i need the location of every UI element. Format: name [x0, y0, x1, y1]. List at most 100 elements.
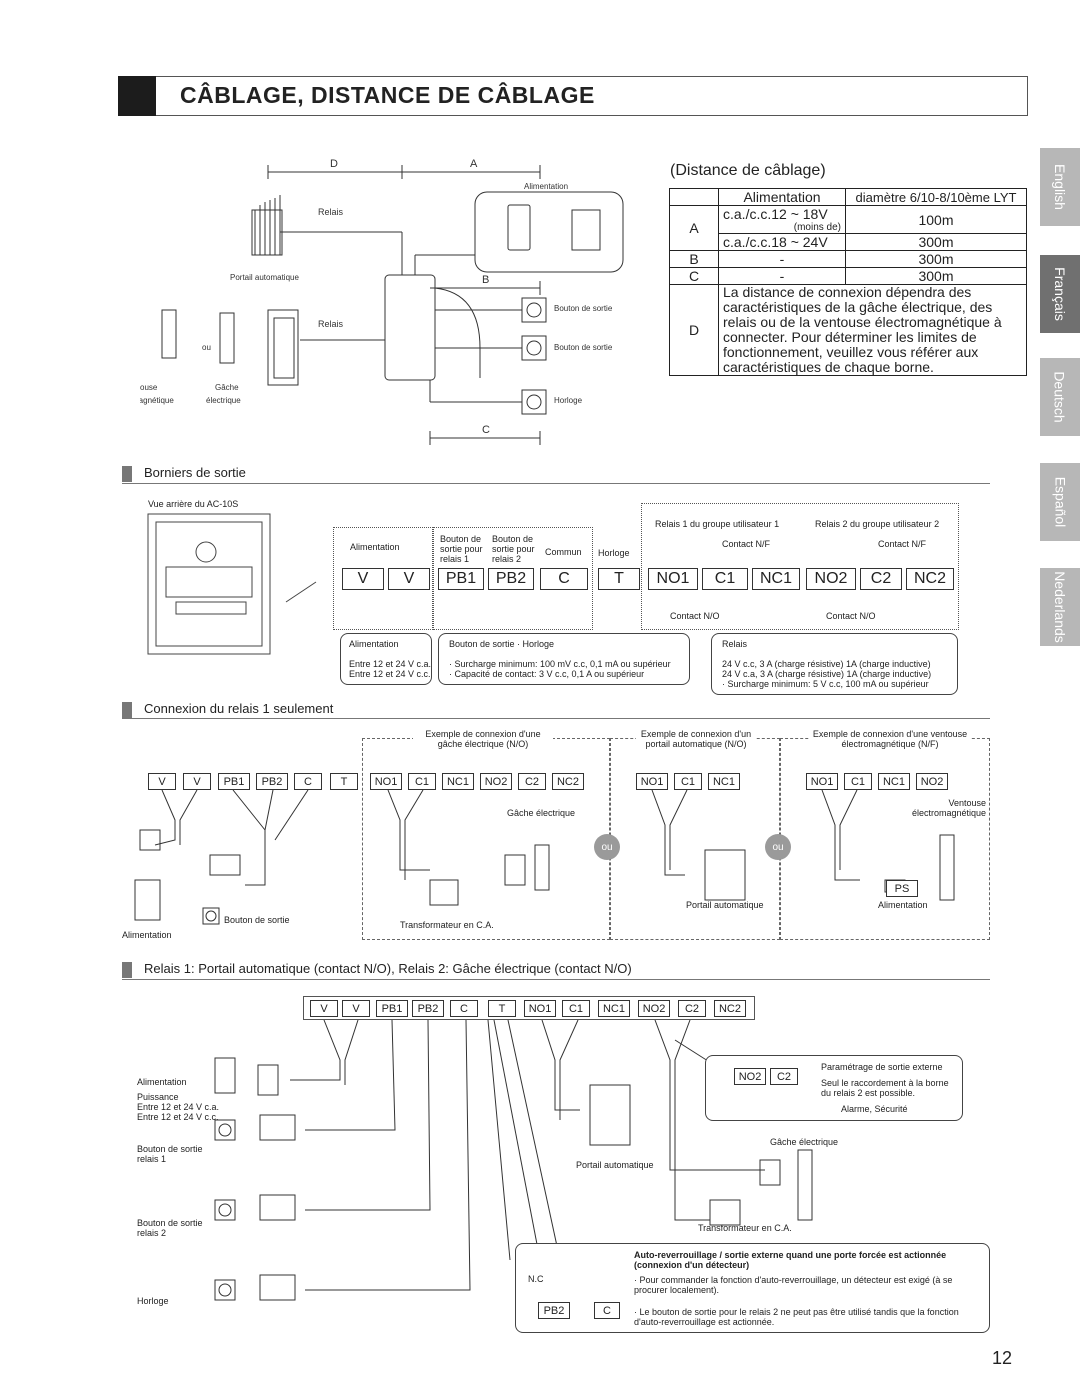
param-term-no2: NO2	[734, 1068, 766, 1085]
label-relais1: Relais 1 du groupe utilisateur 1	[655, 519, 780, 529]
terminal-c2: C2	[860, 568, 902, 590]
ex2-portail-label: Portail automatique	[686, 900, 764, 910]
terminal-no2: NO2	[806, 568, 856, 590]
spec-bouton-box: Bouton de sortie · Horloge · Surcharge m…	[438, 633, 690, 685]
svg-text:D: D	[330, 158, 338, 170]
ex1-term-nc1: NC1	[442, 773, 474, 790]
spec-alim-box: Alimentation Entre 12 et 24 V c.a. Entre…	[340, 633, 432, 685]
svg-text:Gâche: Gâche	[215, 383, 239, 392]
r1-term-v1: V	[148, 773, 176, 790]
svg-text:ou: ou	[202, 343, 211, 352]
divider	[122, 483, 990, 484]
r1-term-pb2: PB2	[256, 773, 288, 790]
r12-term-c2: C2	[678, 1000, 706, 1017]
ex3-term-no1: NO1	[806, 773, 838, 790]
section-borniers: Borniers de sortie	[122, 465, 246, 482]
r1-term-c: C	[294, 773, 322, 790]
r12-puissance-label: Puissance	[137, 1092, 179, 1102]
svg-text:B: B	[482, 274, 489, 286]
wiring-overview-diagram: D A B C Alimentation Relais Relais Porta…	[140, 158, 624, 445]
svg-text:Ventouse: Ventouse	[140, 383, 158, 392]
r12-term-nc1: NC1	[598, 1000, 630, 1017]
terminal-v1: V	[342, 568, 384, 590]
ex3-alim-label: Alimentation	[878, 900, 928, 910]
label-bouton-r2: Bouton de sortie pour relais 2	[492, 534, 535, 564]
distance-title: (Distance de câblage)	[670, 162, 826, 179]
ex2-term-c1: C1	[674, 773, 702, 790]
ex1-term-no1: NO1	[370, 773, 402, 790]
ex2-title: Exemple de connexion d'un portail automa…	[636, 729, 756, 749]
label-contact-no-1: Contact N/O	[670, 611, 720, 621]
section-relais12: Relais 1: Portail automatique (contact N…	[122, 961, 632, 978]
ex3-term-nc1: NC1	[878, 773, 910, 790]
divider	[122, 718, 990, 719]
relais-group	[641, 503, 959, 630]
page-number: 12	[992, 1348, 1013, 1368]
r1-term-pb1: PB1	[218, 773, 250, 790]
ex1-title: Exemple de connexion d'une gâche électri…	[413, 729, 553, 749]
auto-term-pb2: PB2	[538, 1302, 570, 1319]
svg-text:électrique: électrique	[206, 396, 241, 405]
tab-espanol[interactable]: Español	[1040, 463, 1080, 541]
label-horloge: Horloge	[598, 548, 630, 558]
label-contact-no-2: Contact N/O	[826, 611, 876, 621]
svg-text:Alimentation: Alimentation	[524, 182, 568, 191]
r12-term-pb2: PB2	[412, 1000, 444, 1017]
ex1-term-c1: C1	[408, 773, 436, 790]
r12-term-nc2: NC2	[714, 1000, 746, 1017]
r12-term-c: C	[450, 1000, 478, 1017]
terminal-pb1: PB1	[438, 568, 484, 590]
tab-nederlands[interactable]: Nederlands	[1040, 568, 1080, 646]
tab-deutsch[interactable]: Deutsch	[1040, 358, 1080, 436]
ex1-transfo-label: Transformateur en C.A.	[400, 920, 494, 930]
label-contact-nf-1: Contact N/F	[722, 539, 771, 549]
ex3-term-no2: NO2	[916, 773, 948, 790]
svg-text:Bouton de sortie: Bouton de sortie	[554, 304, 613, 313]
auto-term-c: C	[594, 1302, 620, 1319]
svg-text:C: C	[482, 424, 490, 436]
r12-term-no2: NO2	[638, 1000, 670, 1017]
ex1-term-c2: C2	[518, 773, 546, 790]
label-commun: Commun	[545, 547, 582, 557]
terminal-no1: NO1	[648, 568, 698, 590]
svg-text:Relais: Relais	[318, 319, 344, 329]
r12-transfo-label: Transformateur en C.A.	[698, 1223, 792, 1233]
r12-bouton2-label: Bouton de sortie relais 2	[137, 1218, 203, 1238]
ex2-term-no1: NO1	[636, 773, 668, 790]
ou-badge-2: ou	[765, 834, 791, 860]
tab-english[interactable]: English	[1040, 148, 1080, 226]
r1-term-v2: V	[183, 773, 211, 790]
r12-gache-label: Gâche électrique	[770, 1137, 839, 1147]
relais12-wiring	[214, 1020, 813, 1301]
divider	[122, 979, 990, 980]
r12-term-no1: NO1	[524, 1000, 556, 1017]
page-title: CÂBLAGE, DISTANCE DE CÂBLAGE	[180, 82, 595, 108]
terminal-nc2: NC2	[906, 568, 954, 590]
svg-text:Portail automatique: Portail automatique	[230, 273, 299, 282]
label-bouton-r1: Bouton de sortie pour relais 1	[440, 534, 483, 564]
svg-text:A: A	[470, 158, 478, 170]
ex3-title: Exemple de connexion d'une ventouse élec…	[810, 729, 970, 749]
r12-term-c1: C1	[562, 1000, 590, 1017]
auto-relock-box: Auto-reverrouillage / sortie externe qua…	[515, 1243, 990, 1333]
alim-group	[333, 527, 433, 630]
r12-terminal-strip	[303, 996, 755, 1020]
ex1-term-no2: NO2	[480, 773, 512, 790]
param-term-c2: C2	[770, 1068, 798, 1085]
r12-alim-label: Alimentation	[137, 1077, 187, 1087]
title-marker	[118, 76, 156, 116]
r1-alim-label: Alimentation	[122, 930, 172, 940]
param-box: Paramétrage de sortie externe Seul le ra…	[705, 1055, 963, 1121]
rear-view-device	[147, 513, 317, 655]
r12-term-v1: V	[310, 1000, 338, 1017]
ex3-term-c1: C1	[844, 773, 872, 790]
section-relais1: Connexion du relais 1 seulement	[122, 701, 333, 718]
terminal-nc1: NC1	[752, 568, 800, 590]
terminal-c1: C1	[702, 568, 748, 590]
tab-francais[interactable]: Français	[1040, 255, 1080, 333]
svg-text:Horloge: Horloge	[554, 396, 583, 405]
label-contact-nf-2: Contact N/F	[878, 539, 927, 549]
bouton-group	[433, 527, 593, 630]
ex3-ventouse-label: Ventouse électromagnétique	[911, 798, 986, 818]
